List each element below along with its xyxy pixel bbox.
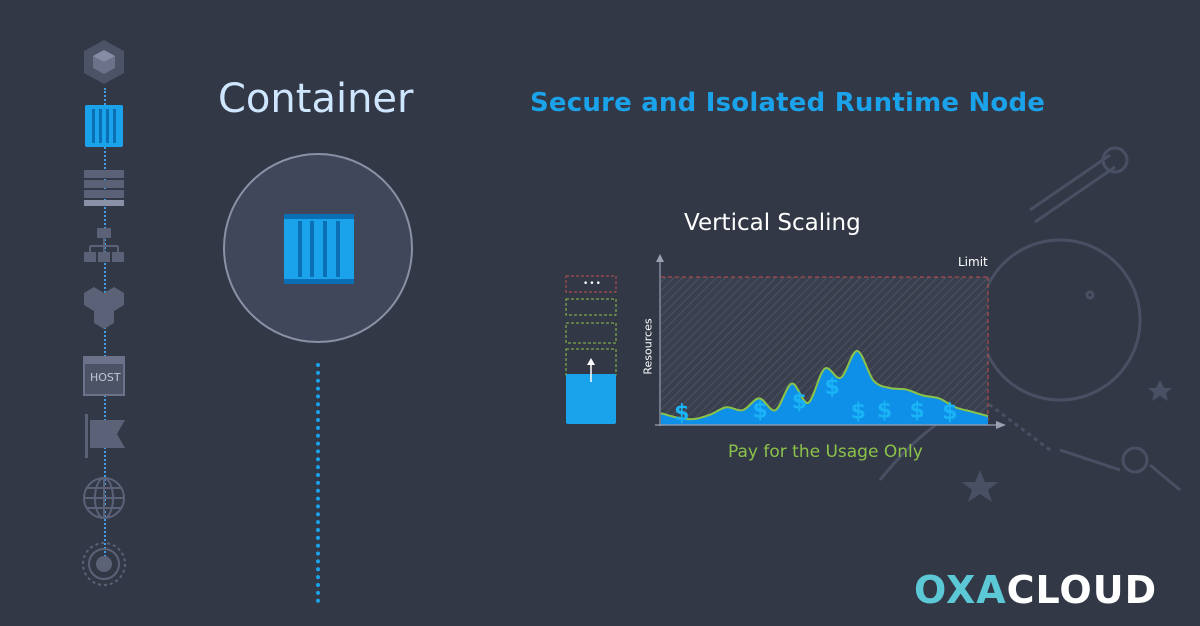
cube-icon[interactable] [80,38,128,86]
usage-chart: $ $ $ $ $ $ $ $ [655,254,1006,429]
chart-title: Vertical Scaling [684,210,861,236]
container-large-icon [284,214,354,284]
hierarchy-icon[interactable] [80,222,128,270]
decorative-space-illustration [878,146,1181,502]
brand-logo[interactable]: OXACLOUD [914,568,1157,612]
orbit-icon[interactable] [80,540,128,588]
usage-area [661,350,988,425]
limit-label: Limit [958,255,988,269]
stack-icon[interactable] [80,164,128,212]
page-subtitle: Secure and Isolated Runtime Node [530,88,1046,118]
dollar-mark: $ [910,399,925,424]
resource-stack [565,275,617,424]
dollar-mark: $ [851,399,866,424]
container-connector [316,363,320,603]
usage-line [660,350,989,421]
dollar-mark: $ [792,389,807,414]
dollar-mark: $ [674,401,689,426]
container-badge [223,153,413,343]
container-icon[interactable] [80,102,128,150]
host-label: HOST [90,371,121,384]
brand-part-oxa: OXA [914,568,1007,612]
brand-part-cloud: CLOUD [1006,568,1158,612]
stack-overflow-dots: ••• [583,279,602,289]
dollar-mark: $ [942,400,957,425]
chart-caption: Pay for the Usage Only [728,442,923,462]
globe-icon[interactable] [80,474,128,522]
page-title: Container [218,76,414,122]
dollar-mark: $ [877,399,892,424]
host-icon[interactable]: HOST [80,352,128,400]
flag-icon[interactable] [80,412,128,460]
hexagons-icon[interactable] [80,284,128,332]
dollar-mark: $ [753,399,768,424]
dollar-mark: $ [825,375,840,400]
